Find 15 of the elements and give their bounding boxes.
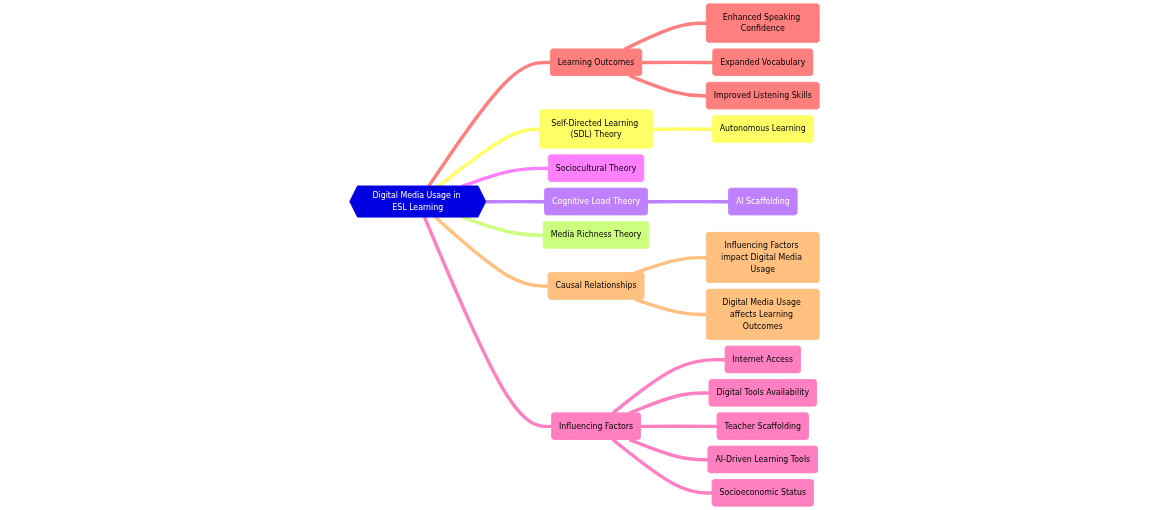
connector bbox=[485, 199, 545, 204]
connector bbox=[652, 127, 713, 131]
connector bbox=[623, 21, 707, 51]
connector bbox=[628, 438, 709, 462]
connector bbox=[634, 297, 707, 317]
connector bbox=[634, 255, 707, 275]
connector bbox=[422, 216, 552, 429]
connector bbox=[628, 74, 707, 98]
connector bbox=[427, 60, 551, 188]
connector bbox=[647, 199, 729, 204]
connector bbox=[437, 127, 540, 188]
connector bbox=[611, 438, 713, 495]
connector bbox=[461, 166, 549, 188]
connector bbox=[641, 60, 714, 65]
connector bbox=[640, 424, 718, 429]
